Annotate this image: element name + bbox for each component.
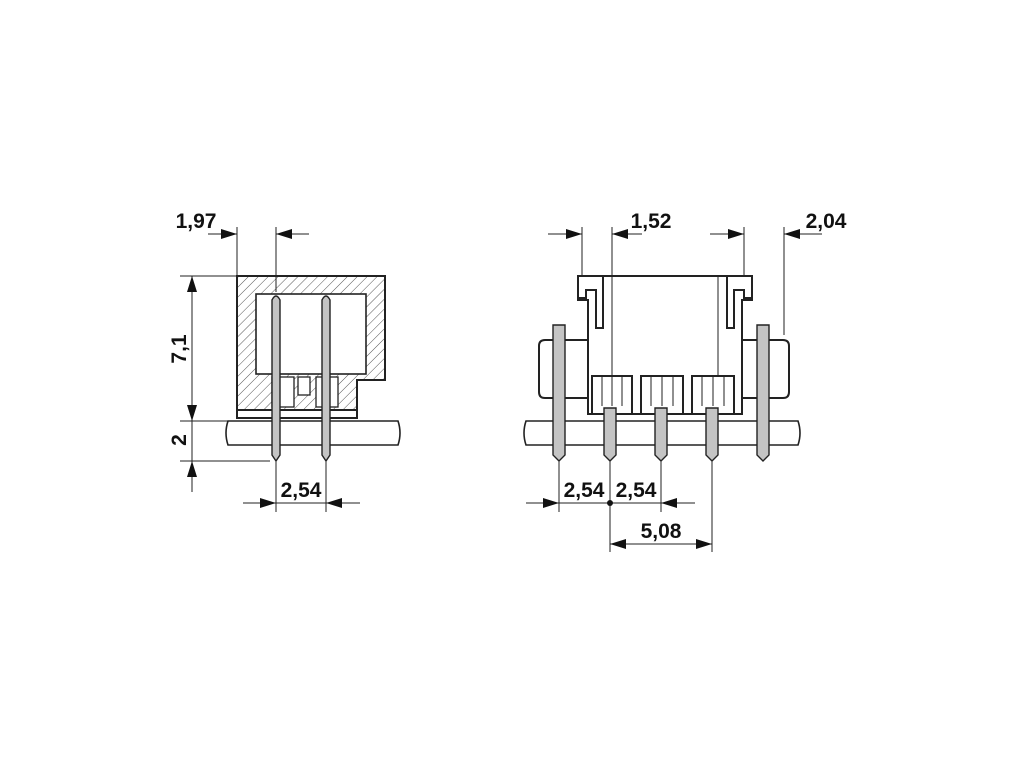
dim-1-52: 1,52 bbox=[548, 210, 671, 276]
dim-7-1: 7,1 bbox=[168, 275, 237, 422]
dim-1-52-label: 1,52 bbox=[631, 210, 672, 233]
dim-1-97-label: 1,97 bbox=[176, 210, 217, 233]
pcb-board-side bbox=[225, 420, 401, 446]
dim-5-08-label: 5,08 bbox=[641, 520, 682, 543]
dim-2-54-front-left-label: 2,54 bbox=[564, 479, 605, 502]
pin-5-front bbox=[756, 324, 770, 462]
dim-2-54-side: 2,54 bbox=[243, 461, 360, 512]
pin-2-front bbox=[603, 407, 617, 462]
dim-1-97: 1,97 bbox=[176, 210, 309, 292]
dim-2: 2 bbox=[168, 421, 270, 492]
dim-2-54-front-right-label: 2,54 bbox=[616, 479, 657, 502]
dim-2-label: 2 bbox=[168, 434, 191, 446]
dim-2-54-side-label: 2,54 bbox=[281, 479, 322, 502]
side-view: 1,97 7,1 2 2,54 bbox=[168, 210, 401, 512]
pin-right-side bbox=[321, 295, 331, 463]
housing-section bbox=[236, 275, 386, 419]
pin-4-front bbox=[705, 407, 719, 462]
dim-pitch-front: 2,54 2,54 bbox=[526, 461, 695, 552]
pin-3-front bbox=[654, 407, 668, 462]
housing-front bbox=[538, 275, 790, 415]
dim-2-04: 2,04 bbox=[710, 210, 847, 335]
pin-1-front bbox=[552, 324, 566, 462]
dim-5-08: 5,08 bbox=[610, 461, 713, 552]
pin-left-side bbox=[271, 295, 281, 463]
front-view: 1,52 2,04 2,54 2,54 bbox=[523, 210, 847, 552]
dim-7-1-label: 7,1 bbox=[168, 334, 191, 364]
dim-2-04-label: 2,04 bbox=[806, 210, 847, 233]
